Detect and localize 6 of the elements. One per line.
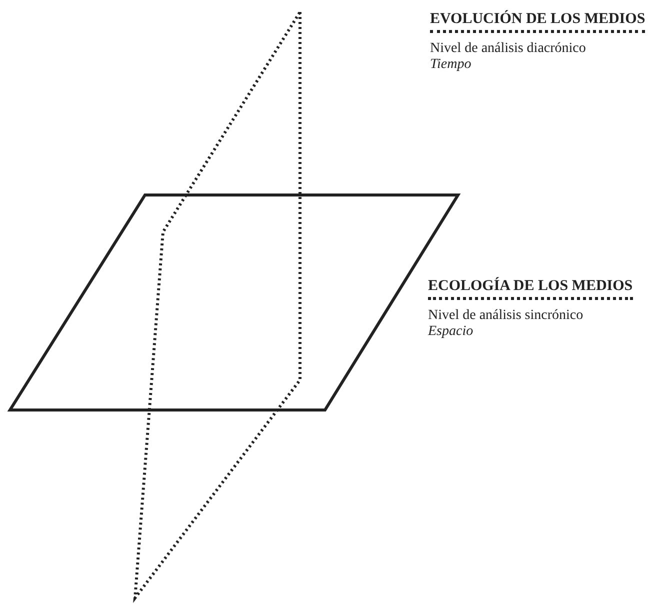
subtitle-text: Tiempo — [430, 57, 472, 73]
description-text: Nivel de análisis sincrónico — [428, 308, 584, 324]
heading: EVOLUCIÓN DE LOS MEDIOS — [430, 11, 646, 33]
description-text: Nivel de análisis diacrónico — [430, 41, 587, 57]
heading: ECOLOGÍA DE LOS MEDIOS — [428, 278, 633, 300]
subtitle-text: Espacio — [428, 324, 474, 340]
